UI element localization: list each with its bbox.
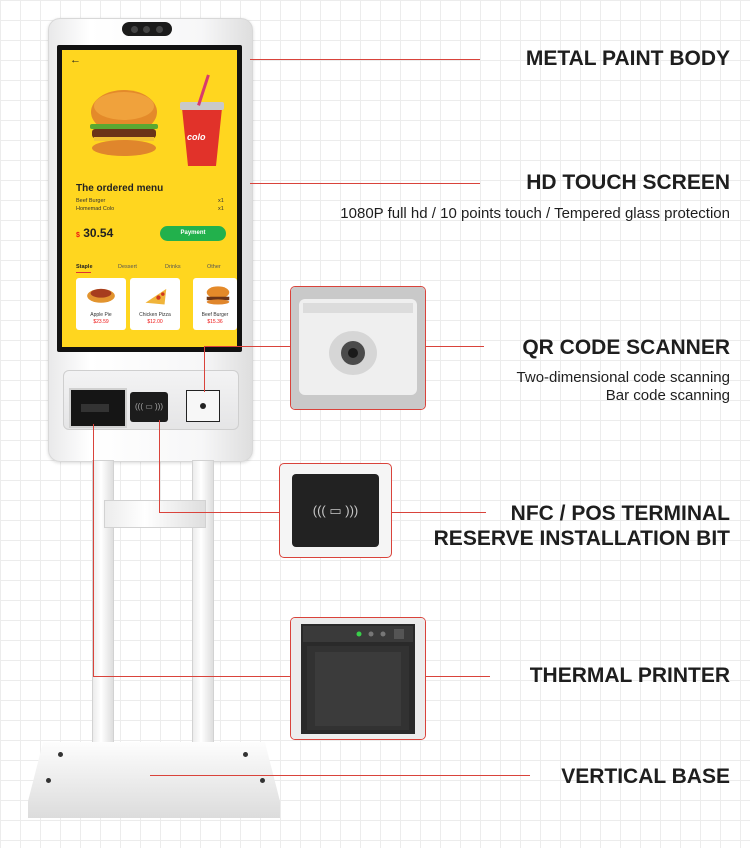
food-card-chicken-pizza[interactable]: Chicken Pizza $12.00 (130, 278, 180, 330)
food-card-name: Beef Burger (201, 312, 229, 318)
apple-pie-icon (87, 288, 115, 303)
menu-item-qty: x1 (218, 198, 224, 204)
base-bolt (260, 778, 265, 783)
tab-staple[interactable]: Staple (76, 264, 93, 270)
label-qr-code-scanner: QR CODE SCANNER (522, 336, 730, 359)
callout-line-qr (204, 346, 290, 347)
thermal-printer-detail (290, 617, 426, 740)
callout-line-qr (204, 346, 205, 392)
food-card-price: $12.00 (147, 319, 163, 325)
active-tab-indicator (76, 272, 91, 273)
vertical-base (28, 742, 280, 818)
nfc-wireless-icon: ((( ▭ ))) (292, 474, 379, 547)
food-card-apple-pie[interactable]: Apple Pie $23.59 (76, 278, 126, 330)
base-bolt (58, 752, 63, 757)
camera-module (122, 22, 172, 36)
qr-scanner-lens-icon (291, 287, 425, 409)
food-card-name: Apple Pie (90, 312, 112, 318)
stand-crossbar (104, 500, 206, 528)
food-card-price: $15.36 (207, 319, 223, 325)
total-price: $ 30.54 (76, 226, 113, 240)
currency-symbol: $ (76, 232, 80, 239)
tab-drinks[interactable]: Drinks (165, 264, 181, 270)
total-amount: 30.54 (83, 226, 114, 240)
callout-line-touch-screen (250, 183, 480, 184)
pizza-slice-icon (145, 288, 167, 305)
callout-line-printer (93, 424, 94, 676)
nfc-detail: ((( ▭ ))) (279, 463, 392, 558)
burger-icon (206, 286, 230, 305)
label-hd-touch-screen-desc: 1080P full hd / 10 points touch / Temper… (340, 205, 730, 222)
food-card-name: Chicken Pizza (139, 312, 171, 318)
qr-scanner-window (186, 390, 220, 422)
cup-brand-text: colo (187, 132, 206, 142)
base-bolt (46, 778, 51, 783)
base-bolt (243, 752, 248, 757)
thermal-printer-icon (291, 618, 425, 739)
callout-line-nfc (390, 512, 486, 513)
callout-line-qr (424, 346, 484, 347)
callout-line-nfc (159, 512, 279, 513)
callout-line-base (150, 775, 530, 776)
label-reserve-installation: RESERVE INSTALLATION BIT (433, 527, 730, 550)
label-hd-touch-screen: HD TOUCH SCREEN (526, 171, 730, 194)
menu-item-name: Beef Burger (76, 198, 106, 204)
payment-button[interactable]: Payment (160, 226, 226, 241)
menu-item-name: Homemad Colo (76, 206, 115, 212)
callout-line-printer (424, 676, 490, 677)
menu-item-qty: x1 (218, 206, 224, 212)
printer-slot (69, 388, 127, 428)
food-card-beef-burger[interactable]: Beef Burger $15.36 (193, 278, 237, 330)
touch-screen-display[interactable]: ← colo The ordered menu Beef Burger x1 H… (62, 50, 237, 347)
callout-line-metal-body (250, 59, 480, 60)
back-arrow-icon[interactable]: ← (70, 54, 81, 66)
label-thermal-printer: THERMAL PRINTER (529, 664, 730, 687)
qr-scanner-detail (290, 286, 426, 410)
callout-line-nfc (159, 420, 160, 512)
label-metal-paint-body: METAL PAINT BODY (525, 47, 730, 70)
tab-other[interactable]: Other (207, 264, 221, 270)
label-vertical-base: VERTICAL BASE (561, 765, 730, 788)
label-qr-desc-1: Two-dimensional code scanning (516, 369, 730, 386)
menu-title: The ordered menu (76, 183, 164, 194)
label-nfc-pos-terminal: NFC / POS TERMINAL (510, 502, 730, 525)
callout-line-printer (93, 676, 290, 677)
label-qr-desc-2: Bar code scanning (605, 387, 730, 404)
food-card-price: $23.59 (93, 319, 109, 325)
nfc-reader-small: ((( ▭ ))) (130, 392, 168, 422)
burger-and-drink-illustration (90, 74, 224, 166)
tab-dessert[interactable]: Dessert (118, 264, 137, 270)
